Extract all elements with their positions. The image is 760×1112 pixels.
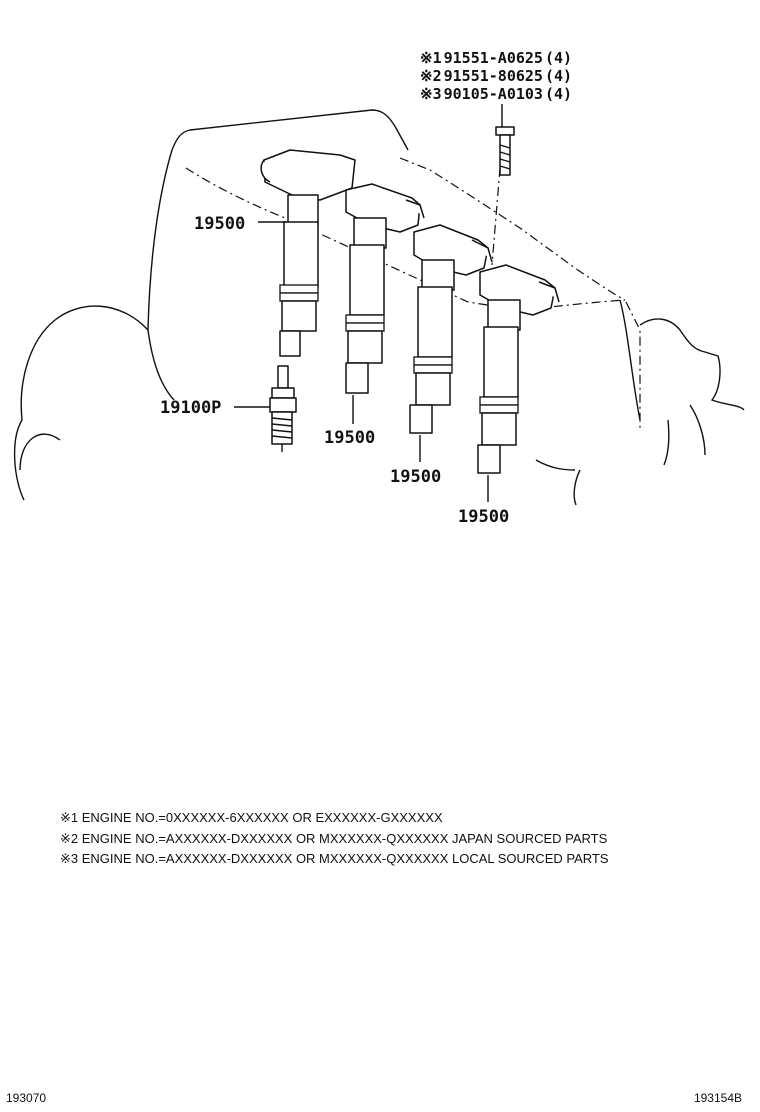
callout-coil-4: 19500: [458, 507, 509, 527]
footer-right-code: 193154B: [694, 1091, 742, 1105]
ignition-coil-3: [409, 224, 493, 434]
engine-notes: ※1 ENGINE NO.=0XXXXXX-6XXXXXX OR EXXXXXX…: [60, 810, 609, 866]
ignition-coil-1: [260, 149, 356, 357]
leader-lines: [234, 104, 503, 502]
callout-coil-1: 19500: [194, 214, 245, 234]
coil-cover-phantom: [185, 157, 641, 430]
engine-outline: [13, 109, 745, 506]
note-3: ※3 ENGINE NO.=AXXXXXX-DXXXXXX OR MXXXXXX…: [60, 851, 609, 866]
callout-coil-3: 19500: [390, 467, 441, 487]
mounting-bolt: [495, 126, 515, 176]
spark-plug: [269, 365, 297, 452]
callout-spark-plug: 19100P: [160, 398, 221, 418]
ignition-coil-2: [345, 183, 425, 394]
callout-coil-2: 19500: [324, 428, 375, 448]
note-2: ※2 ENGINE NO.=AXXXXXX-DXXXXXX OR MXXXXXX…: [60, 831, 608, 846]
note-1: ※1 ENGINE NO.=0XXXXXX-6XXXXXX OR EXXXXXX…: [60, 810, 443, 825]
ignition-coil-4: [477, 264, 560, 474]
footer-left-code: 193070: [6, 1091, 46, 1105]
